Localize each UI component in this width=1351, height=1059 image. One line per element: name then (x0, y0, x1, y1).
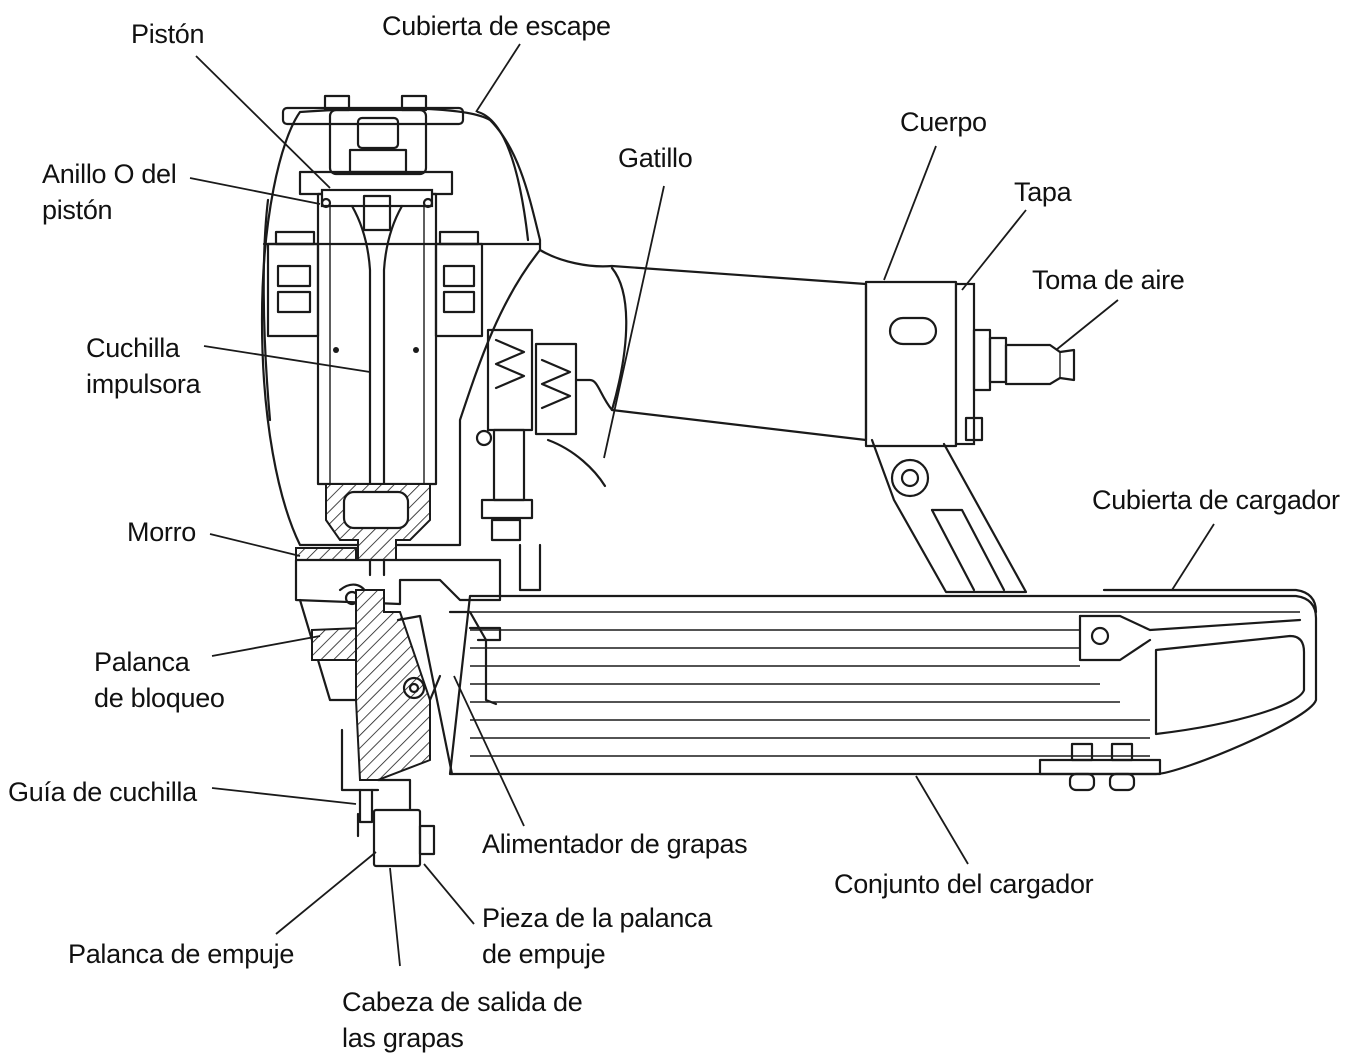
leader-cap (961, 209, 1027, 291)
leader-exhaust-cover (475, 43, 521, 113)
leader-blade-guide (211, 787, 357, 805)
label-cap: Tapa (1014, 177, 1072, 207)
leader-piston (195, 55, 331, 189)
bumper (295, 483, 431, 561)
leader-push-lever-piece (423, 863, 475, 925)
label-ejection-head: Cabeza de salida de las grapas (342, 987, 583, 1053)
leader-magazine-assembly (915, 775, 969, 865)
label-nose: Morro (127, 517, 197, 547)
label-staple-feeder: Alimentador de grapas (482, 829, 748, 859)
label-push-lever: Palanca de empuje (68, 939, 295, 969)
push-lever (356, 808, 436, 868)
leader-air-inlet (1055, 299, 1119, 351)
label-lock-lever: Palanca de bloqueo (94, 647, 225, 713)
label-driver-blade: Cuchilla impulsora (86, 333, 201, 399)
label-exhaust-cover: Cubierta de escape (382, 11, 611, 41)
label-piston-oring: Anillo O del pistón (42, 159, 177, 225)
leader-push-lever (275, 851, 377, 935)
leader-trigger (603, 185, 665, 459)
leader-body (883, 145, 937, 281)
label-blade-guide: Guía de cuchilla (8, 777, 197, 807)
label-magazine-cover: Cubierta de cargador (1092, 485, 1340, 515)
label-magazine-assembly: Conjunto del cargador (834, 869, 1094, 899)
leader-staple-feeder (453, 675, 525, 827)
leader-ejection-head (389, 867, 401, 967)
support-strut (870, 438, 1028, 594)
leader-lock-lever (211, 635, 321, 657)
nose (294, 558, 502, 824)
label-piston: Pistón (131, 19, 205, 49)
handle-body (538, 248, 1076, 448)
cylinder (266, 188, 484, 577)
trigger-valve (475, 328, 607, 592)
leader-magazine-cover (1171, 523, 1215, 591)
label-air-inlet: Toma de aire (1032, 265, 1185, 295)
label-trigger: Gatillo (618, 143, 693, 173)
label-push-lever-piece: Pieza de la palanca de empuje (482, 903, 712, 969)
leader-piston-oring (189, 177, 321, 205)
magazine-assembly (396, 588, 1318, 792)
leader-nose (209, 533, 301, 557)
leader-lines (189, 43, 1215, 967)
label-body: Cuerpo (900, 107, 987, 137)
leader-driver-blade (203, 345, 371, 373)
